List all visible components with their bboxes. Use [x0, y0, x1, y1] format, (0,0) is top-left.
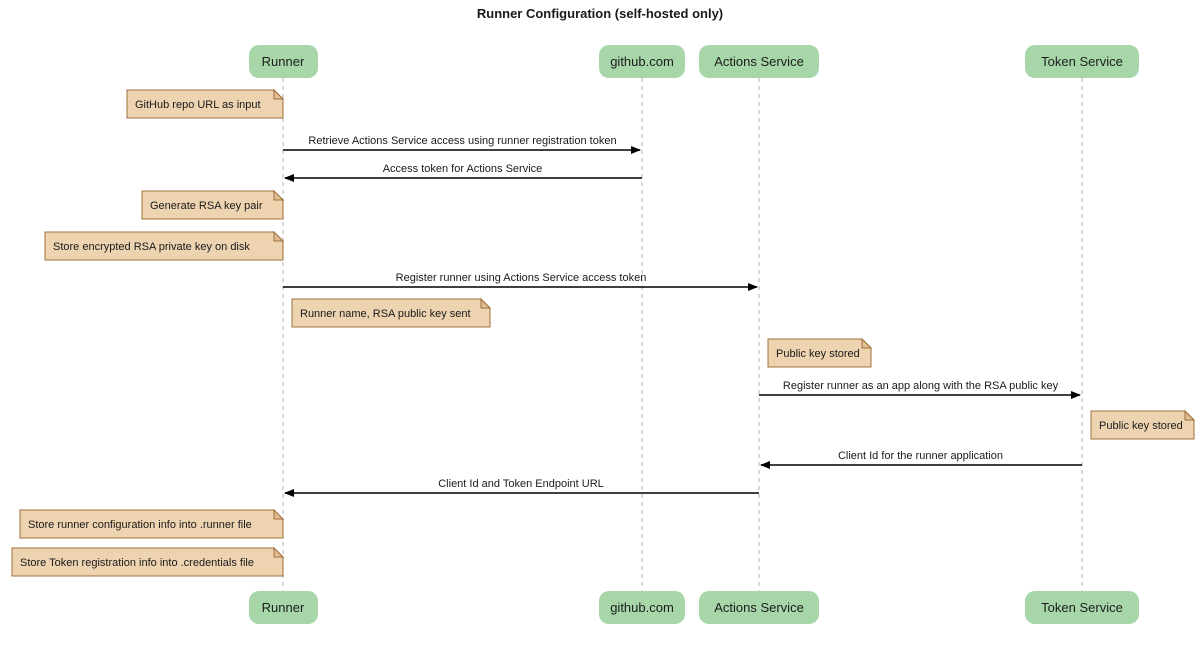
message-label-m1: Retrieve Actions Service access using ru… — [308, 135, 616, 147]
note-fold-icon — [273, 189, 285, 201]
participant-box-actions — [699, 591, 819, 624]
note-label-n4: Runner name, RSA public key sent — [300, 308, 471, 320]
note-n3[interactable]: Store encrypted RSA private key on disk — [44, 230, 285, 261]
note-n8[interactable]: Store Token registration info into .cred… — [11, 546, 285, 577]
message-label-m2: Access token for Actions Service — [383, 163, 543, 175]
note-label-n3: Store encrypted RSA private key on disk — [53, 241, 250, 253]
note-label-n6: Public key stored — [1099, 420, 1183, 432]
note-fold-icon — [480, 297, 492, 309]
message-label-m6: Client Id and Token Endpoint URL — [438, 478, 604, 490]
participant-box-actions — [699, 45, 819, 78]
top-participants-group: Runner github.com Actions Service Token Ser… — [249, 45, 1139, 78]
participant-label-github: github.com — [610, 54, 674, 69]
message-m6[interactable]: Client Id and Token Endpoint URL — [284, 478, 759, 497]
lifelines-group — [282, 78, 1083, 591]
note-fold-icon — [1184, 409, 1196, 421]
participant-label-actions: Actions Service — [714, 54, 804, 69]
note-n1[interactable]: GitHub repo URL as input — [126, 88, 285, 119]
participant-label-runner: Runner — [262, 600, 305, 615]
participant-label-actions: Actions Service — [714, 600, 804, 615]
note-body-n6 — [1090, 410, 1195, 440]
note-body-n4 — [291, 298, 491, 328]
note-body-n7 — [19, 509, 284, 539]
message-label-m5: Client Id for the runner application — [838, 450, 1003, 462]
note-body-n8 — [11, 547, 284, 577]
note-label-n5: Public key stored — [776, 348, 860, 360]
note-fold-icon — [273, 230, 285, 242]
note-n4[interactable]: Runner name, RSA public key sent — [291, 297, 492, 328]
message-m1[interactable]: Retrieve Actions Service access using ru… — [283, 135, 641, 154]
participant-label-runner: Runner — [262, 54, 305, 69]
message-label-m4: Register runner as an app along with the… — [783, 380, 1059, 392]
diagram-title: Runner Configuration (self-hosted only) — [477, 6, 723, 21]
message-m4[interactable]: Register runner as an app along with the… — [759, 380, 1081, 399]
message-m3[interactable]: Register runner using Actions Service ac… — [283, 272, 758, 291]
participant-box-token — [1025, 45, 1139, 78]
note-n7[interactable]: Store runner configuration info into .ru… — [19, 508, 285, 539]
message-m5[interactable]: Client Id for the runner application — [760, 450, 1082, 469]
note-body-n3 — [44, 231, 284, 261]
note-label-n7: Store runner configuration info into .ru… — [28, 519, 252, 531]
participant-box-github — [599, 591, 685, 624]
participant-label-token: Token Service — [1041, 600, 1123, 615]
note-n5[interactable]: Public key stored — [767, 337, 873, 368]
message-m2[interactable]: Access token for Actions Service — [284, 163, 642, 182]
note-n2[interactable]: Generate RSA key pair — [141, 189, 285, 220]
participant-top-github[interactable]: github.com — [599, 45, 685, 78]
participant-bottom-actions[interactable]: Actions Service — [699, 591, 819, 624]
bottom-participants-group: Runner github.com Actions Service Token Ser… — [249, 591, 1139, 624]
participant-bottom-runner[interactable]: Runner — [249, 591, 318, 624]
participant-label-token: Token Service — [1041, 54, 1123, 69]
participant-box-github — [599, 45, 685, 78]
participant-bottom-github[interactable]: github.com — [599, 591, 685, 624]
participant-box-runner — [249, 45, 318, 78]
note-n6[interactable]: Public key stored — [1090, 409, 1196, 440]
messages-group: Retrieve Actions Service access using ru… — [283, 135, 1082, 497]
note-fold-icon — [273, 546, 285, 558]
participant-bottom-token[interactable]: Token Service — [1025, 591, 1139, 624]
participant-label-github: github.com — [610, 600, 674, 615]
note-label-n2: Generate RSA key pair — [150, 200, 263, 212]
note-body-n1 — [126, 89, 284, 119]
participant-top-runner[interactable]: Runner — [249, 45, 318, 78]
participant-top-actions[interactable]: Actions Service — [699, 45, 819, 78]
participant-top-token[interactable]: Token Service — [1025, 45, 1139, 78]
note-label-n1: GitHub repo URL as input — [135, 99, 261, 111]
participant-box-token — [1025, 591, 1139, 624]
note-fold-icon — [273, 508, 285, 520]
note-fold-icon — [861, 337, 873, 349]
note-body-n5 — [767, 338, 872, 368]
message-label-m3: Register runner using Actions Service ac… — [396, 272, 647, 284]
note-fold-icon — [273, 88, 285, 100]
participant-box-runner — [249, 591, 318, 624]
note-label-n8: Store Token registration info into .cred… — [20, 557, 254, 569]
note-body-n2 — [141, 190, 284, 220]
